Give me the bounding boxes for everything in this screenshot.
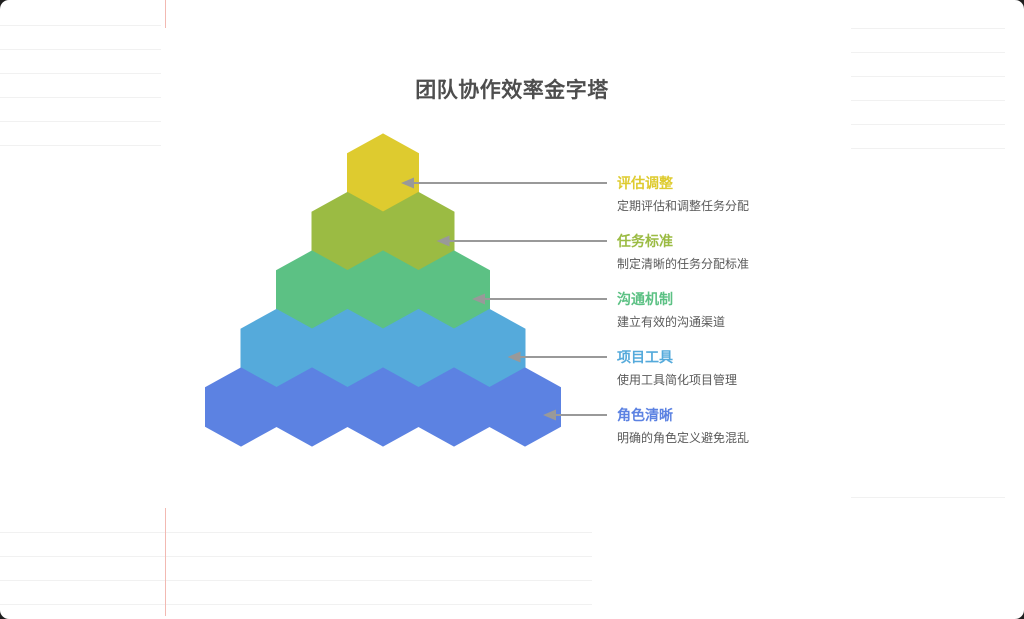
callout-description: 明确的角色定义避免混乱: [617, 431, 750, 445]
callout-description: 定期评估和调整任务分配: [617, 199, 750, 213]
callout-arrowhead-icon: [436, 235, 450, 247]
callout-arrowhead-icon: [507, 351, 521, 363]
callout-label: 角色清晰: [617, 407, 673, 423]
callout-label: 沟通机制: [617, 291, 673, 307]
callout-description: 制定清晰的任务分配标准: [617, 257, 750, 271]
callout-level-3: 沟通机制 建立有效的沟通渠道: [617, 292, 877, 328]
background-accent-line-top: [165, 0, 166, 28]
background-grid-line: [851, 497, 1005, 498]
callout-level-1: 评估调整 定期评估和调整任务分配: [617, 176, 877, 212]
callout-level-2: 任务标准 制定清晰的任务分配标准: [617, 234, 877, 270]
callout-description: 使用工具简化项目管理: [617, 373, 738, 387]
diagram-title: 团队协作效率金字塔: [415, 79, 609, 102]
background-accent-line-bottom: [165, 508, 166, 616]
callout-arrowhead-icon: [543, 409, 556, 421]
callout-label: 任务标准: [617, 233, 673, 249]
pyramid-hexagon-level-5: [489, 367, 561, 447]
callout-level-5: 角色清晰 明确的角色定义避免混乱: [617, 408, 877, 444]
callout-label: 评估调整: [617, 175, 673, 191]
callout-label: 项目工具: [617, 349, 673, 365]
callout-arrowhead-icon: [472, 293, 485, 305]
callout-arrowhead-icon: [401, 177, 414, 189]
callout-level-4: 项目工具 使用工具简化项目管理: [617, 350, 877, 386]
callout-description: 建立有效的沟通渠道: [617, 315, 726, 329]
